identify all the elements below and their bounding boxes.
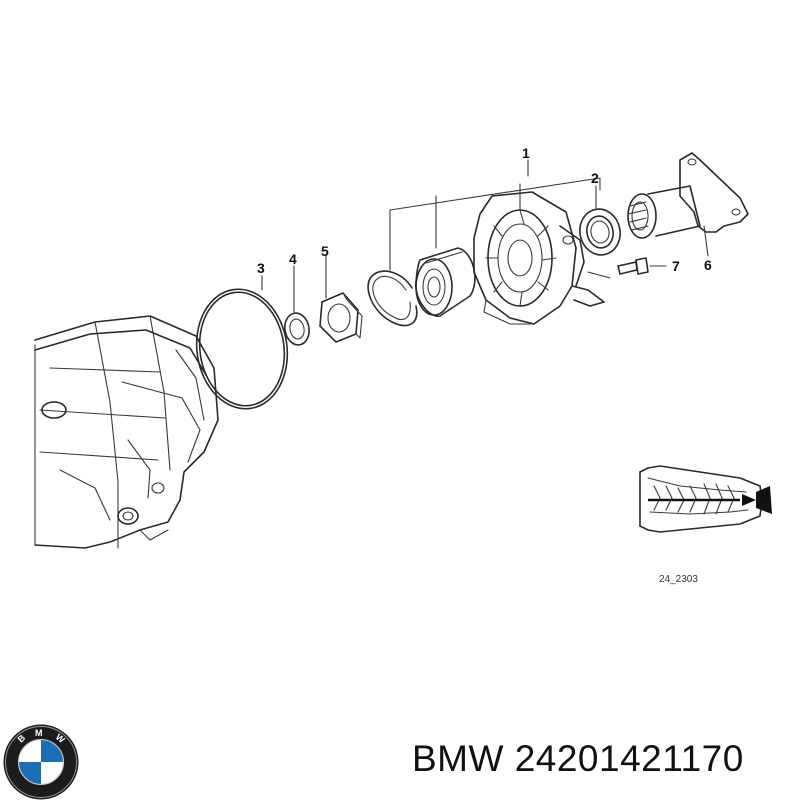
- callout-2: 2: [591, 170, 599, 186]
- callout-6: 6: [704, 257, 712, 273]
- callout-1: 1: [522, 145, 530, 161]
- part-3-o-ring: [195, 288, 289, 410]
- part-4-seal-ring: [284, 312, 310, 346]
- leader-lines: [261, 159, 709, 313]
- callout-3: 3: [257, 260, 265, 276]
- bmw-logo: B M W: [3, 724, 79, 800]
- svg-text:B: B: [16, 732, 28, 744]
- ball-bearing: [415, 247, 476, 317]
- part-1-output-housing: [473, 191, 605, 325]
- diagram-code: 24_2303: [659, 574, 698, 585]
- callout-4: 4: [289, 251, 297, 267]
- transmission-housing: [34, 315, 219, 549]
- callout-5: 5: [321, 243, 329, 259]
- snap-ring: [367, 270, 418, 327]
- part-7-bolt: [617, 257, 649, 275]
- callout-7: 7: [672, 258, 680, 274]
- part-6-guide-tube: [627, 152, 749, 239]
- svg-text:M: M: [35, 728, 43, 738]
- part-2-shaft-seal: [579, 208, 621, 256]
- location-thumbnail: [639, 465, 772, 533]
- part-number-caption: BMW 24201421170: [412, 738, 744, 779]
- part-5-hex-nut: [319, 292, 363, 343]
